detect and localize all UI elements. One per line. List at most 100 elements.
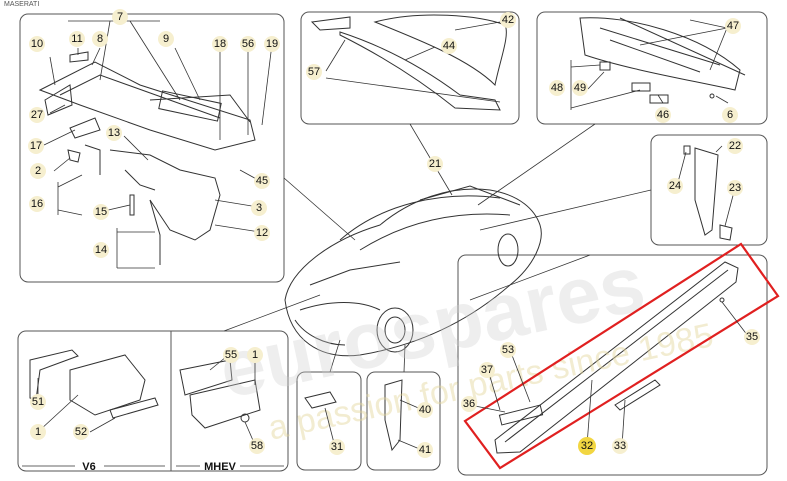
svg-text:12: 12 — [256, 227, 268, 239]
svg-text:57: 57 — [308, 66, 320, 78]
panel-side-skirt — [457, 254, 768, 476]
callout-35[interactable]: 35 — [744, 329, 760, 345]
callout-33[interactable]: 33 — [612, 438, 628, 454]
svg-text:18: 18 — [214, 38, 226, 50]
callout-23[interactable]: 23 — [727, 180, 743, 196]
callout-53[interactable]: 53 — [500, 342, 516, 358]
corner-label: MASERATI — [4, 1, 39, 8]
svg-text:2: 2 — [35, 165, 41, 177]
svg-text:58: 58 — [251, 440, 263, 452]
svg-text:36: 36 — [463, 398, 475, 410]
callout-55[interactable]: 55 — [223, 347, 239, 363]
callout-1-v6[interactable]: 1 — [30, 424, 46, 440]
svg-text:13: 13 — [108, 127, 120, 139]
callout-44[interactable]: 44 — [441, 38, 457, 54]
callout-3[interactable]: 3 — [251, 200, 267, 216]
svg-text:46: 46 — [657, 109, 669, 121]
callout-40[interactable]: 40 — [417, 402, 433, 418]
highlight-frame — [463, 242, 780, 470]
svg-text:41: 41 — [419, 444, 431, 456]
svg-text:47: 47 — [727, 20, 739, 32]
callout-19[interactable]: 19 — [264, 36, 280, 52]
callout-45[interactable]: 45 — [254, 173, 270, 189]
svg-text:24: 24 — [669, 180, 681, 192]
callout-27[interactable]: 27 — [29, 107, 45, 123]
callout-31[interactable]: 31 — [329, 439, 345, 455]
svg-text:17: 17 — [30, 140, 42, 152]
callout-16[interactable]: 16 — [29, 196, 45, 212]
svg-text:55: 55 — [225, 349, 237, 361]
svg-text:22: 22 — [729, 140, 741, 152]
callout-10[interactable]: 10 — [29, 36, 45, 52]
svg-text:40: 40 — [419, 404, 431, 416]
svg-text:27: 27 — [31, 109, 43, 121]
panel-engine-covers — [17, 330, 289, 472]
callout-18[interactable]: 18 — [212, 36, 228, 52]
svg-text:35: 35 — [746, 331, 758, 343]
callout-22[interactable]: 22 — [727, 138, 743, 154]
callout-12[interactable]: 12 — [254, 225, 270, 241]
panel-part-31 — [296, 371, 362, 471]
svg-text:45: 45 — [256, 175, 268, 187]
panel-cowl — [19, 13, 285, 283]
callout-48[interactable]: 48 — [549, 80, 565, 96]
engine-cover-drawings — [29, 349, 403, 452]
svg-text:48: 48 — [551, 82, 563, 94]
panel-roof-panel — [536, 11, 768, 125]
cowl-drawings — [38, 51, 256, 265]
callout-46[interactable]: 46 — [655, 107, 671, 123]
svg-text:10: 10 — [31, 38, 43, 50]
callout-37[interactable]: 37 — [479, 362, 495, 378]
callout-24[interactable]: 24 — [667, 178, 683, 194]
svg-text:53: 53 — [502, 344, 514, 356]
callout-36[interactable]: 36 — [461, 396, 477, 412]
callout-42[interactable]: 42 — [500, 12, 516, 28]
svg-text:7: 7 — [117, 11, 123, 23]
callout-13[interactable]: 13 — [106, 125, 122, 141]
pillar-drawings — [683, 145, 733, 241]
callout-58[interactable]: 58 — [249, 438, 265, 454]
callout-1-mhev[interactable]: 1 — [247, 347, 263, 363]
part-callouts: 7 10 11 8 9 18 56 19 27 17 13 2 45 16 15… — [28, 9, 760, 458]
leader-lines — [37, 19, 749, 451]
callout-9[interactable]: 9 — [158, 31, 174, 47]
callout-17[interactable]: 17 — [28, 138, 44, 154]
callout-57[interactable]: 57 — [306, 64, 322, 80]
callout-21[interactable]: 21 — [427, 156, 443, 172]
callout-7[interactable]: 7 — [112, 9, 128, 25]
svg-text:8: 8 — [97, 33, 103, 45]
svg-text:51: 51 — [32, 396, 44, 408]
callout-6[interactable]: 6 — [722, 107, 738, 123]
callout-8[interactable]: 8 — [92, 31, 108, 47]
svg-text:23: 23 — [729, 182, 741, 194]
svg-text:49: 49 — [574, 82, 586, 94]
svg-text:19: 19 — [266, 38, 278, 50]
callout-41[interactable]: 41 — [417, 442, 433, 458]
callout-51[interactable]: 51 — [30, 394, 46, 410]
svg-text:21: 21 — [429, 158, 441, 170]
callout-32[interactable]: 32 — [578, 437, 596, 455]
callout-11[interactable]: 11 — [69, 31, 85, 47]
svg-text:42: 42 — [502, 14, 514, 26]
callout-52[interactable]: 52 — [73, 424, 89, 440]
svg-text:1: 1 — [35, 426, 41, 438]
svg-text:37: 37 — [481, 364, 493, 376]
callout-14[interactable]: 14 — [93, 242, 109, 258]
svg-text:56: 56 — [242, 38, 254, 50]
callout-56[interactable]: 56 — [240, 36, 256, 52]
svg-text:16: 16 — [31, 198, 43, 210]
svg-text:33: 33 — [614, 440, 626, 452]
roof-drawings — [579, 17, 746, 104]
callout-15[interactable]: 15 — [93, 204, 109, 220]
svg-text:44: 44 — [443, 40, 455, 52]
svg-text:1: 1 — [252, 349, 258, 361]
svg-text:3: 3 — [256, 202, 262, 214]
callout-2[interactable]: 2 — [30, 163, 46, 179]
callout-49[interactable]: 49 — [572, 80, 588, 96]
footer-mhev: MHEV — [204, 461, 236, 473]
svg-text:6: 6 — [727, 109, 733, 121]
callout-47[interactable]: 47 — [725, 18, 741, 34]
svg-text:14: 14 — [95, 244, 107, 256]
